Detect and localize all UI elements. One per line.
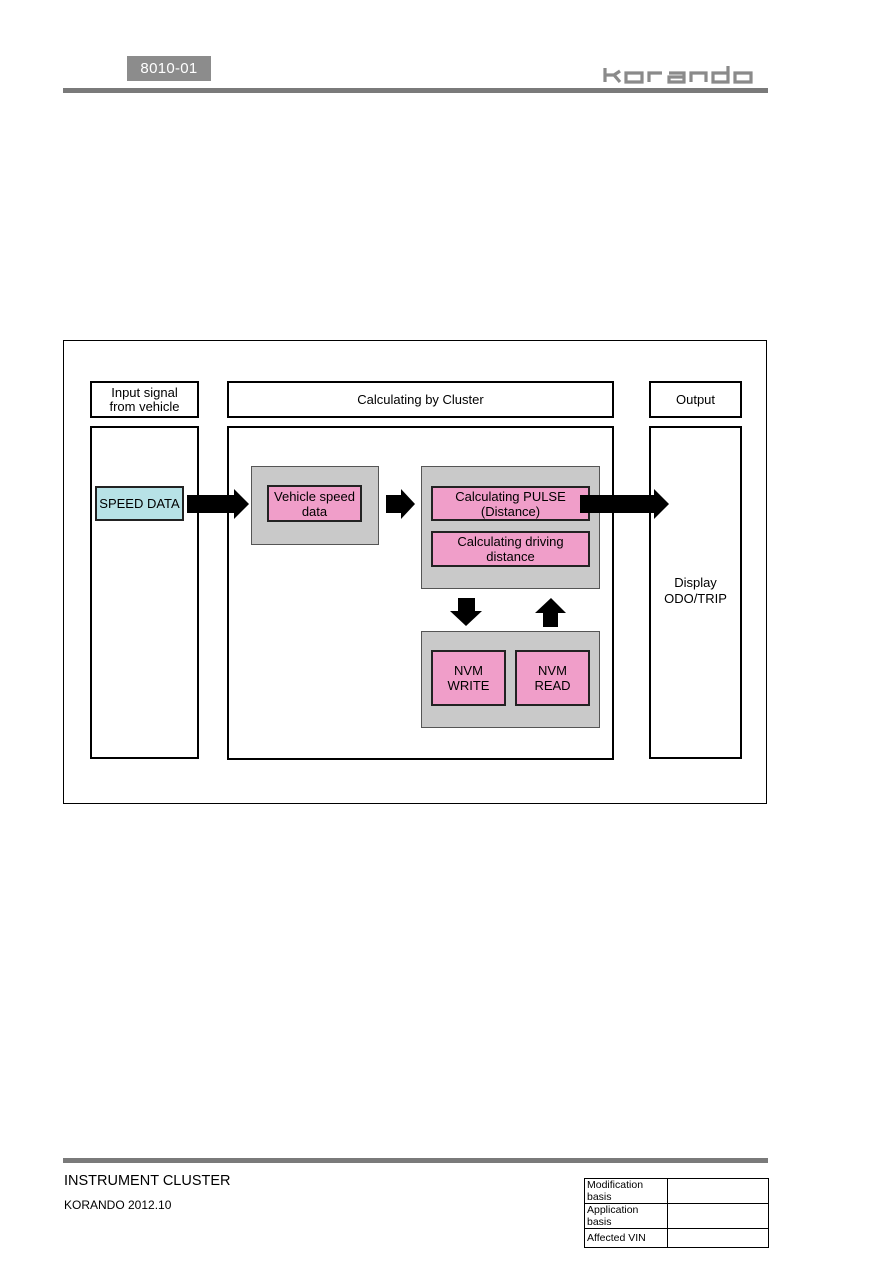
input-column — [90, 426, 199, 759]
vehicle-speed-data-box: Vehicle speed data — [267, 485, 362, 522]
calculating-pulse-box: Calculating PULSE (Distance) — [431, 486, 590, 521]
footer-model-date: KORANDO 2012.10 — [64, 1198, 172, 1212]
footer-title: INSTRUMENT CLUSTER — [64, 1173, 231, 1189]
table-row: Modification basis — [584, 1178, 769, 1204]
header-output: Output — [649, 381, 742, 418]
calculation-group — [421, 466, 600, 589]
revision-label: Affected VIN — [584, 1228, 668, 1248]
document-code-badge: 8010-01 — [127, 56, 211, 81]
nvm-read-box: NVM READ — [515, 650, 590, 706]
revision-value — [667, 1203, 769, 1229]
speed-data-box: SPEED DATA — [95, 486, 184, 521]
header-rule — [63, 88, 768, 93]
revision-label: Modification basis — [584, 1178, 668, 1204]
revision-label: Application basis — [584, 1203, 668, 1229]
display-odo-trip-label: Display ODO/TRIP — [664, 575, 727, 606]
revision-value — [667, 1178, 769, 1204]
table-row: Affected VIN — [584, 1228, 769, 1248]
revision-value — [667, 1228, 769, 1248]
header-calculating-by-cluster: Calculating by Cluster — [227, 381, 614, 418]
revision-table: Modification basis Application basis Aff… — [584, 1178, 769, 1248]
nvm-write-box: NVM WRITE — [431, 650, 506, 706]
calculating-distance-box: Calculating driving distance — [431, 531, 590, 567]
korando-logo — [603, 66, 753, 84]
table-row: Application basis — [584, 1203, 769, 1229]
output-column — [649, 426, 742, 759]
footer-rule — [63, 1158, 768, 1163]
header-input-signal: Input signal from vehicle — [90, 381, 199, 418]
